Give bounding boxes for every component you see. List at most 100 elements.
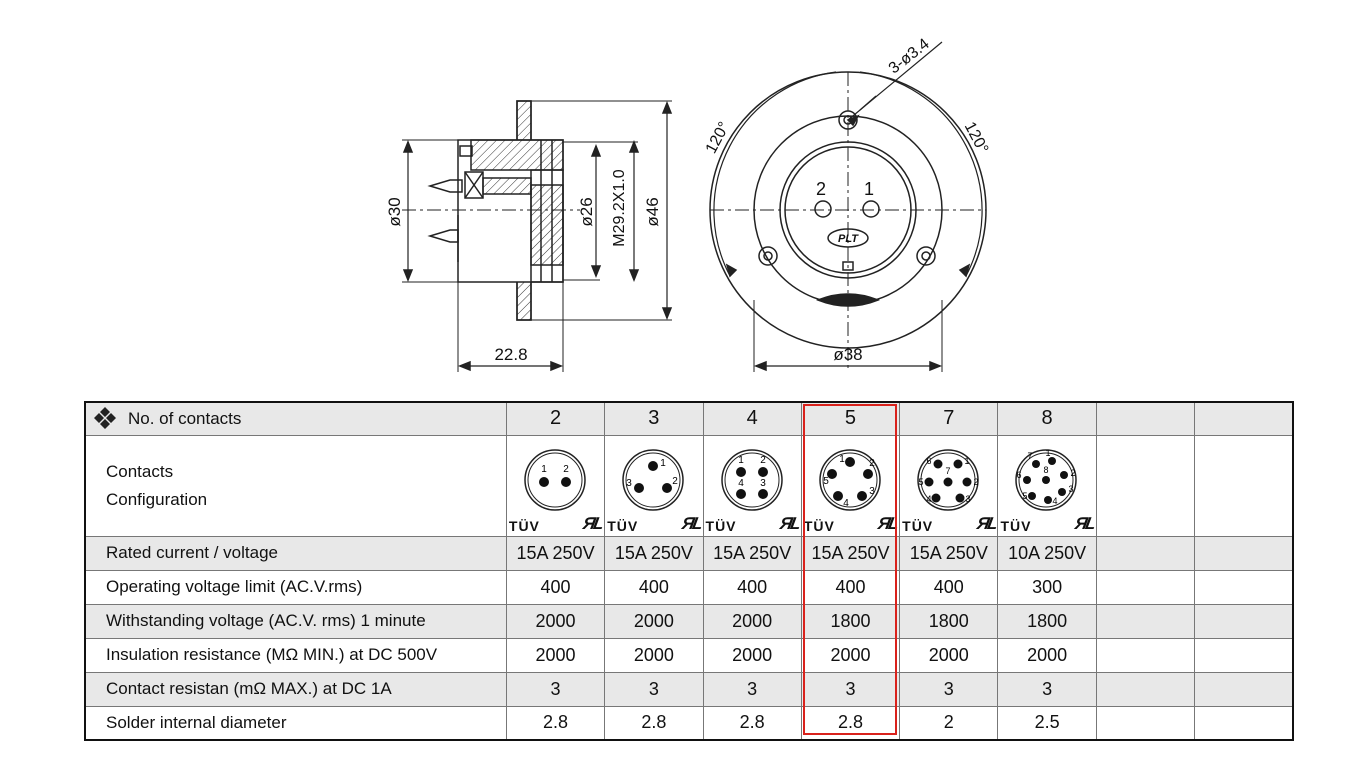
dim-d46: ø46 bbox=[643, 197, 662, 226]
pin-label: 6 bbox=[927, 456, 932, 466]
pin-label: 5 bbox=[919, 477, 924, 487]
technical-drawing: ø30 ø26 M29.2X1.0 ø46 22.8 bbox=[385, 35, 991, 372]
pin-label: 7 bbox=[946, 466, 951, 476]
pin-layout-cell: 1 2 3 4 TÜV ЯL bbox=[702, 434, 802, 537]
row-label: Rated current / voltage bbox=[84, 535, 507, 571]
pin-label: 1 bbox=[660, 458, 666, 469]
col-header: 8 bbox=[997, 401, 1097, 436]
table-row: Operating voltage limit (AC.V.rms) 400 4… bbox=[84, 569, 1294, 605]
row-value: 3 bbox=[800, 671, 901, 707]
row-value: 2 bbox=[899, 705, 999, 741]
row-value: 2000 bbox=[604, 603, 704, 639]
pin-label: 4 bbox=[927, 494, 932, 504]
row-value bbox=[1194, 671, 1294, 707]
col-header: 5 bbox=[800, 401, 901, 436]
table-row: Contact resistan (mΩ MAX.) at DC 1A 3 3 … bbox=[84, 671, 1294, 707]
row-value bbox=[1095, 569, 1196, 605]
row-value bbox=[1095, 705, 1196, 741]
pin-layout-2-diagram: 1 2 bbox=[524, 448, 586, 511]
row-value: 2000 bbox=[702, 603, 802, 639]
row-value bbox=[1194, 637, 1294, 673]
row-value: 400 bbox=[800, 569, 901, 605]
config-label-cell: Contacts Configuration bbox=[84, 434, 507, 537]
tuv-mark: TÜV bbox=[902, 517, 934, 534]
dim-length: 22.8 bbox=[494, 345, 527, 364]
row-value: 400 bbox=[899, 569, 999, 605]
table-row: Rated current / voltage 15A 250V 15A 250… bbox=[84, 535, 1294, 571]
pin-label: 1 bbox=[839, 454, 845, 465]
row-value: 3 bbox=[702, 671, 802, 707]
pin-label: 1 bbox=[965, 456, 970, 466]
tuv-mark: TÜV bbox=[705, 517, 737, 534]
row-value: 15A 250V bbox=[800, 535, 901, 571]
pin-label: 3 bbox=[966, 494, 971, 504]
ul-mark: ЯL bbox=[1073, 513, 1096, 533]
pin-layout-4-diagram: 1 2 3 4 bbox=[720, 448, 783, 511]
holes-label: 3-ø3.4 bbox=[886, 35, 933, 77]
tuv-mark: TÜV bbox=[508, 517, 540, 534]
pin-label: 3 bbox=[1069, 484, 1074, 494]
dim-d38: ø38 bbox=[833, 345, 862, 364]
col-header: 3 bbox=[604, 401, 704, 436]
row-value: 2000 bbox=[505, 637, 606, 673]
ul-mark: ЯL bbox=[581, 513, 604, 533]
row-value bbox=[1095, 603, 1196, 639]
row-value: 2000 bbox=[899, 637, 999, 673]
spec-table: No. of contacts 2 3 4 5 7 8 Contacts Con… bbox=[84, 401, 1294, 741]
row-value bbox=[1095, 637, 1196, 673]
row-value: 300 bbox=[997, 569, 1097, 605]
pin-label: 5 bbox=[823, 476, 829, 487]
row-value: 400 bbox=[702, 569, 802, 605]
row-value bbox=[1194, 535, 1294, 571]
pin-layout-7-diagram: 1 2 3 4 5 6 7 bbox=[917, 448, 979, 511]
pin-label: 2 bbox=[1071, 468, 1076, 478]
row-value: 15A 250V bbox=[604, 535, 704, 571]
row-value bbox=[1095, 671, 1196, 707]
row-value: 1800 bbox=[899, 603, 999, 639]
side-view bbox=[402, 100, 673, 372]
row-value: 1800 bbox=[800, 603, 901, 639]
plt-logo: PLT bbox=[838, 233, 859, 245]
header-label-cell: No. of contacts bbox=[84, 401, 507, 436]
header-label: No. of contacts bbox=[128, 408, 242, 428]
table-row: Solder internal diameter 2.8 2.8 2.8 2.8… bbox=[84, 705, 1294, 741]
row-value: 2000 bbox=[604, 637, 704, 673]
pin-label: 4 bbox=[738, 478, 744, 489]
pin-label: 1 bbox=[541, 464, 547, 475]
ul-mark: ЯL bbox=[680, 513, 703, 533]
pin-label: 2 bbox=[563, 464, 569, 475]
row-value bbox=[1194, 705, 1294, 741]
row-value: 2.8 bbox=[800, 705, 901, 741]
ul-mark: ЯL bbox=[975, 513, 998, 533]
col-header bbox=[1194, 401, 1294, 436]
pin-label: 2 bbox=[974, 477, 979, 487]
pin-label: 8 bbox=[1044, 465, 1049, 475]
pin-label: 3 bbox=[626, 478, 632, 489]
row-value bbox=[1095, 535, 1196, 571]
ul-mark: ЯL bbox=[778, 513, 801, 533]
ul-mark: ЯL bbox=[876, 513, 899, 533]
tuv-mark: TÜV bbox=[607, 517, 639, 534]
col-header: 4 bbox=[702, 401, 802, 436]
pin-label: 3 bbox=[869, 486, 875, 497]
front-pin-2-label: 2 bbox=[816, 179, 826, 199]
row-label: Withstanding voltage (AC.V. rms) 1 minut… bbox=[84, 603, 507, 639]
row-value: 15A 250V bbox=[899, 535, 999, 571]
row-value: 1800 bbox=[997, 603, 1097, 639]
row-label: Solder internal diameter bbox=[84, 705, 507, 741]
pin-label: 4 bbox=[1053, 496, 1058, 506]
row-value: 2.8 bbox=[604, 705, 704, 741]
col-header: 2 bbox=[505, 401, 606, 436]
pin-label: 1 bbox=[1046, 448, 1051, 458]
row-label: Operating voltage limit (AC.V.rms) bbox=[84, 569, 507, 605]
row-value: 2000 bbox=[505, 603, 606, 639]
tuv-mark: TÜV bbox=[803, 517, 835, 534]
row-value bbox=[1194, 569, 1294, 605]
pin-label: 7 bbox=[1028, 451, 1033, 461]
pin-label: 5 bbox=[1023, 491, 1028, 501]
pin-layout-8-diagram: 1 2 3 4 5 6 7 8 bbox=[1015, 448, 1078, 511]
table-row: Withstanding voltage (AC.V. rms) 1 minut… bbox=[84, 603, 1294, 639]
row-value: 2000 bbox=[702, 637, 802, 673]
dim-d26: ø26 bbox=[577, 197, 596, 226]
